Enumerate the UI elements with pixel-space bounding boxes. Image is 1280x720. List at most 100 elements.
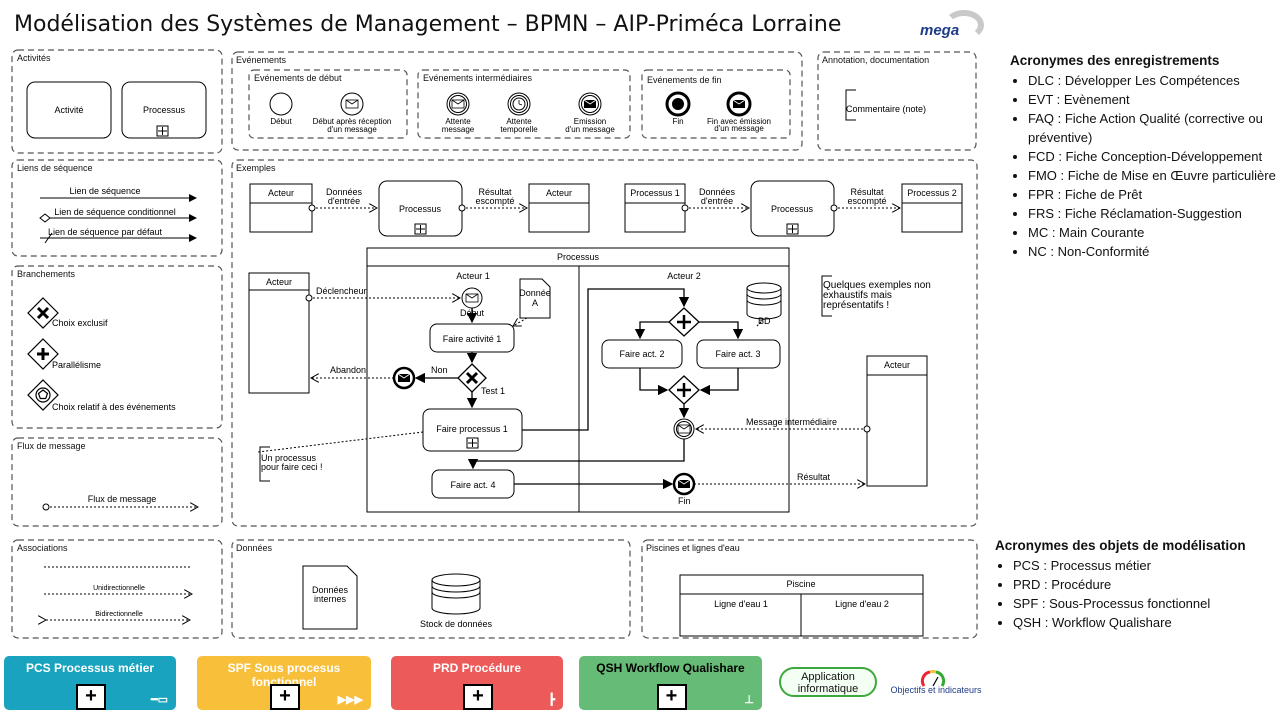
assoc-uni-label: Unidirectionnelle xyxy=(93,585,145,592)
pool-processus xyxy=(366,247,790,513)
objectifs-indicateurs[interactable]: Objectifs et indicateurs xyxy=(886,670,986,704)
bd-label: BD xyxy=(758,316,771,326)
obj-item: SPF : Sous-Processus fonctionnel xyxy=(1013,594,1246,613)
enreg-item: FAQ : Fiche Action Qualité (corrective o… xyxy=(1028,109,1280,147)
objectifs-label: Objectifs et indicateurs xyxy=(890,685,982,695)
qsh-plus-icon: + xyxy=(656,684,687,710)
note-proc-line1: Un processus xyxy=(261,453,317,463)
section-annotation-label: Annotation, documentation xyxy=(822,55,929,65)
obj-item: QSH : Workflow Qualishare xyxy=(1013,613,1246,632)
pcs-button-label: PCS Processus métier xyxy=(25,661,155,675)
ex-processus2-label: Processus 2 xyxy=(907,188,957,198)
qsh-button[interactable]: QSH Workflow Qualishare + ⊥ xyxy=(579,656,762,710)
donnees-internes-line1: Données xyxy=(312,585,349,595)
pcs-button[interactable]: PCS Processus métier + ━▭ xyxy=(4,656,176,710)
faire-act3-label: Faire act. 3 xyxy=(715,349,760,359)
obj-item: PRD : Procédure xyxy=(1013,575,1246,594)
flow-fin-label: Fin xyxy=(678,496,691,506)
prd-plus-icon: + xyxy=(463,684,493,710)
app-line1: Application xyxy=(801,671,855,683)
commentaire-label: Commentaire (note) xyxy=(846,104,926,114)
enreg-item: FCD : Fiche Conception-Développement xyxy=(1028,147,1280,166)
attente-msg-line2: message xyxy=(442,125,475,134)
ex-acteur-left xyxy=(248,272,310,394)
processus-label: Processus xyxy=(143,105,186,115)
resultat-2a: Résultat xyxy=(850,187,884,197)
test1-label: Test 1 xyxy=(481,386,505,396)
fin-label: Fin xyxy=(672,117,683,126)
non-label: Non xyxy=(431,365,448,375)
resultat-1a: Résultat xyxy=(478,187,512,197)
note-ex-bracket xyxy=(821,275,832,317)
enreg-item: NC : Non-Conformité xyxy=(1028,242,1280,261)
application-informatique-badge[interactable]: Application informatique xyxy=(779,667,877,697)
donnee-a-line1: Donnée xyxy=(519,288,551,298)
ex-acteur-2-label: Acteur xyxy=(546,188,572,198)
acronymes-enreg-title: Acronymes des enregistrements xyxy=(1010,53,1220,68)
resultat-2b: escompté xyxy=(847,196,886,206)
stock-label: Stock de données xyxy=(420,619,493,629)
section-exemples-label: Exemples xyxy=(236,163,276,173)
enreg-item: FRS : Fiche Réclamation-Suggestion xyxy=(1028,204,1280,223)
ligne2-label: Ligne d'eau 2 xyxy=(835,599,889,609)
annotation-bracket xyxy=(845,89,856,121)
note-ex-line2: exhaustifs mais xyxy=(823,290,892,301)
page-title: Modélisation des Systèmes de Management … xyxy=(14,12,842,37)
processus-shape xyxy=(121,81,207,139)
seq-label: Lien de séquence xyxy=(69,186,140,196)
default-label: Lien de séquence par défaut xyxy=(48,227,163,237)
activite-label: Activité xyxy=(54,105,83,115)
section-donnees-label: Données xyxy=(236,543,273,553)
spf-button[interactable]: SPF Sous procesus fonctionnel + ▶▶▶ xyxy=(197,656,371,710)
section-liens-label: Liens de séquence xyxy=(17,163,93,173)
lane-acteur2: Acteur 2 xyxy=(667,271,701,281)
exclusif-label: Choix exclusif xyxy=(52,318,108,328)
section-associations-label: Associations xyxy=(17,543,68,553)
section-activites-label: Activités xyxy=(17,53,51,63)
pool-label: Processus xyxy=(557,252,600,262)
fin-group-label: Evénements de fin xyxy=(647,75,722,85)
ex-processus1-label: Processus 1 xyxy=(630,188,680,198)
qsh-workflow-icon: ⊥ xyxy=(744,694,754,706)
spf-arrows-icon: ▶▶▶ xyxy=(337,694,363,706)
ex-processus-a-label: Processus xyxy=(399,204,442,214)
donnees-entree-2a: Données xyxy=(699,187,736,197)
prd-button[interactable]: PRD Procédure + ┣ xyxy=(391,656,563,710)
flow-faire-act2 xyxy=(601,339,683,369)
objectifs-gauge-icon xyxy=(920,669,946,687)
donnees-entree-1b: d'entrée xyxy=(328,196,360,206)
section-evenements-label: Evénements xyxy=(236,55,287,65)
inter-group-label: Evénements intermédiaires xyxy=(423,73,533,83)
enreg-item: FMO : Fiche de Mise en Œuvre particulièr… xyxy=(1028,166,1280,185)
spf-plus-icon: + xyxy=(270,684,300,710)
emission-line1: Emission xyxy=(574,117,606,126)
donnees-internes-doc xyxy=(302,565,358,630)
cond-label: Lien de séquence conditionnel xyxy=(54,207,176,217)
section-piscines-label: Piscines et lignes d'eau xyxy=(646,543,740,553)
donnees-internes-line2: internes xyxy=(314,594,347,604)
emission-line2: d'un message xyxy=(565,125,615,134)
ex-acteur-right-label: Acteur xyxy=(884,360,910,370)
debut-group-label: Evénements de début xyxy=(254,73,342,83)
donnees-entree-1a: Données xyxy=(326,187,363,197)
note-proc-bracket xyxy=(259,446,270,482)
donnee-a-line2: A xyxy=(532,298,538,308)
acronymes-obj-title: Acronymes des objets de modélisation xyxy=(995,538,1246,553)
resultat2-label: Résultat xyxy=(797,472,831,482)
acronymes-objets: Acronymes des objets de modélisation PCS… xyxy=(995,536,1246,632)
pcs-plus-icon: + xyxy=(76,684,106,710)
faire-act1-label: Faire activité 1 xyxy=(443,334,502,344)
debut-label: Début xyxy=(270,117,292,126)
ex-acteur-1-label: Acteur xyxy=(268,188,294,198)
donnee-a-doc xyxy=(519,278,551,319)
piscine-label: Piscine xyxy=(786,579,815,589)
ex-acteur-2 xyxy=(528,183,590,233)
ex-acteur-right xyxy=(866,355,928,487)
section-branchements-label: Branchements xyxy=(17,269,76,279)
qsh-button-label: QSH Workflow Qualishare xyxy=(596,661,745,675)
pcs-link-icon: ━▭ xyxy=(150,694,168,706)
debut-event-icon xyxy=(269,92,293,116)
msg-inter-label: Message intermédiaire xyxy=(746,417,837,427)
flux-label: Flux de message xyxy=(88,494,157,504)
ex-acteur-1 xyxy=(249,183,313,233)
